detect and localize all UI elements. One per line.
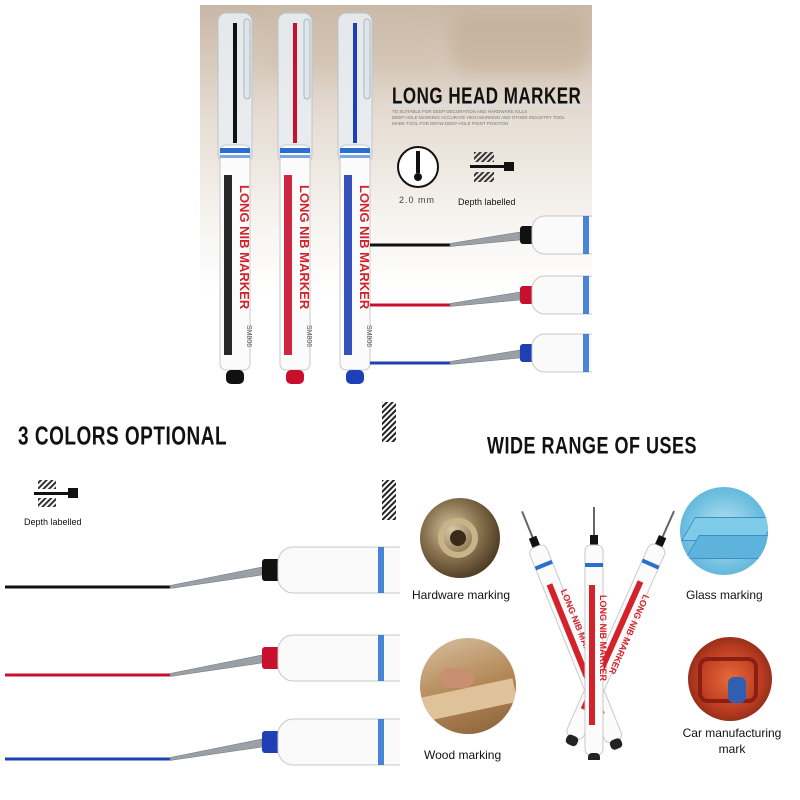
- use-label-car: Car manufacturing mark: [682, 726, 782, 756]
- pen-label: LONG NIB MARKER: [357, 185, 372, 310]
- marker-tip-closeup: [370, 275, 592, 315]
- colors-headline: 3 COLORS OPTIONAL: [18, 423, 228, 452]
- depth-label: Depth labelled: [24, 517, 82, 527]
- three-pens-illustration: LONG NIB MARKER SM806 LONG NIB MARKER SM806…: [217, 12, 373, 384]
- marker-tip-closeup: [5, 546, 400, 594]
- marker-tip-closeup: [370, 333, 592, 373]
- hardware-photo: [420, 498, 500, 578]
- use-label-hardware: Hardware marking: [412, 588, 511, 602]
- top-product-panel: LONG NIB MARKER SM806 LONG NIB MARKER SM806…: [200, 5, 592, 388]
- vertical-pen: LONG NIB MARKER SM806: [277, 12, 313, 384]
- crossed-pen: LONG NIB MARKER: [584, 507, 608, 760]
- marker-tip-closeup: [5, 718, 400, 766]
- vertical-pen: LONG NIB MARKER SM806: [217, 12, 253, 384]
- vertical-pen: LONG NIB MARKER SM806: [337, 12, 373, 384]
- marker-tip-closeup: [370, 215, 592, 255]
- marker-tips-closeup: [370, 215, 592, 373]
- car-manufacturing-photo: [688, 637, 772, 721]
- depth-icon: [34, 480, 78, 507]
- use-label-wood: Wood marking: [424, 748, 502, 762]
- wood-photo: [420, 638, 516, 734]
- pen-code: SM806: [365, 325, 372, 347]
- top-fine-print: TO SUITABLE FOR DEEP DECORATION AND HARD…: [392, 109, 565, 127]
- fine-print-line: DEEP HOLE MARKING ACCURATE HIGH MARKING …: [392, 115, 566, 120]
- pen-label: LONG NIB MARKER: [598, 595, 608, 681]
- pen-label: LONG NIB MARKER: [237, 185, 252, 310]
- hatched-divider: [382, 402, 396, 520]
- pen-code: SM806: [245, 325, 252, 347]
- glass-photo: [680, 487, 768, 575]
- three-marker-closeups: [5, 546, 400, 766]
- fine-print-line: TO SUITABLE FOR DEEP DECORATION AND HARD…: [392, 109, 528, 114]
- depth-icon: [470, 152, 514, 182]
- pen-code: SM806: [305, 325, 312, 347]
- uses-headline: WIDE RANGE OF USES: [487, 432, 698, 459]
- use-label-glass: Glass marking: [686, 588, 763, 602]
- diameter-label: 2.0 mm: [399, 195, 436, 205]
- marker-tip-closeup: [5, 634, 400, 682]
- fine-print-line: MARK TOOL FOR DRAW DEEP HOLE POINT POSIT…: [392, 121, 509, 126]
- nib-diameter-icon: [397, 146, 439, 188]
- pen-label: LONG NIB MARKER: [297, 185, 312, 310]
- depth-label: Depth labelled: [458, 197, 516, 207]
